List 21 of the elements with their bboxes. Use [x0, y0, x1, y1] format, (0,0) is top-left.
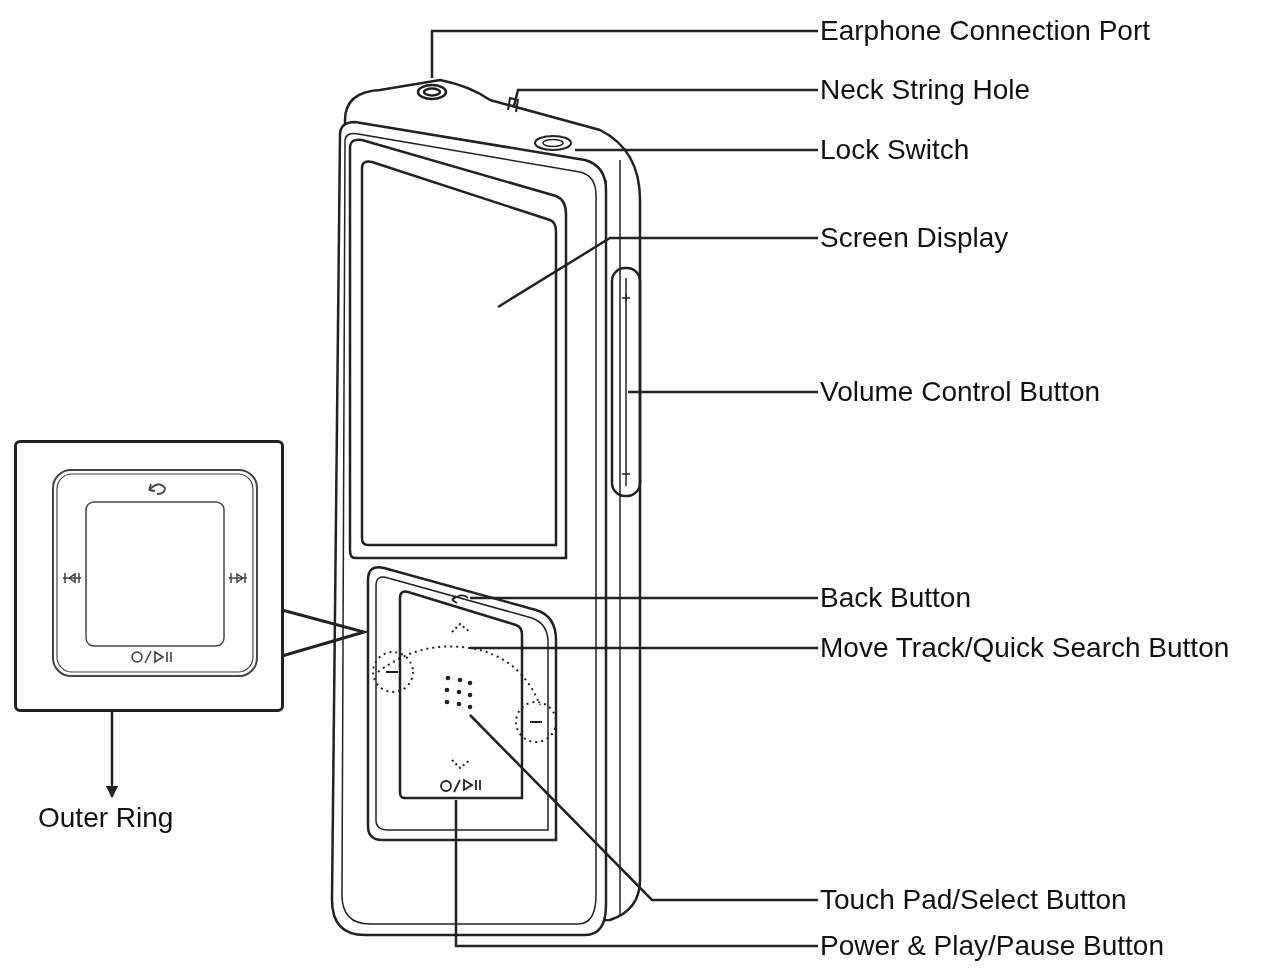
leader-line	[575, 148, 818, 152]
leader-line	[470, 596, 818, 600]
part-label: Move Track/Quick Search Button	[820, 631, 1230, 665]
part-label: Earphone Connection Port	[820, 14, 1150, 48]
leader-line	[430, 29, 818, 78]
part-label: Neck String Hole	[820, 73, 1031, 107]
leader-line	[469, 714, 818, 902]
leader-line	[497, 236, 818, 309]
part-label: Touch Pad/Select Button	[820, 883, 1127, 917]
leader-line	[512, 88, 818, 107]
leader-line	[470, 646, 818, 650]
part-label: Lock Switch	[820, 133, 970, 167]
part-label: Screen Display	[820, 221, 1009, 255]
part-label: Outer Ring	[38, 801, 174, 835]
part-label: Power & Play/Pause Button	[820, 929, 1164, 963]
part-label: Back Button	[820, 581, 971, 615]
callout-box	[14, 440, 284, 712]
arrow	[105, 712, 119, 799]
leader-line	[628, 390, 818, 394]
part-label: Volume Control Button	[820, 375, 1101, 409]
leader-line	[454, 800, 818, 948]
